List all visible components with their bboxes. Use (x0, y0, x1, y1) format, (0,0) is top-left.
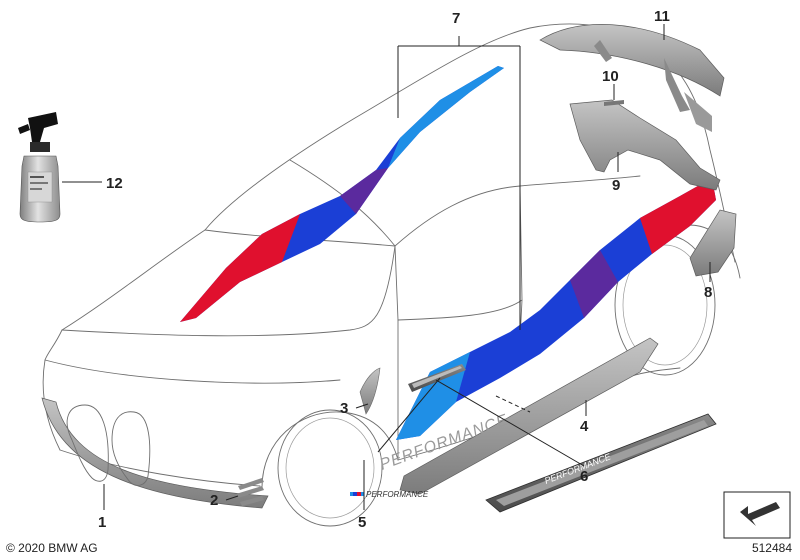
callout-3: 3 (340, 400, 348, 417)
side-badge: PERFORMANCE (350, 490, 429, 499)
callout-8: 8 (704, 284, 712, 301)
front-canards (236, 478, 264, 506)
trunk-emblem (604, 100, 624, 106)
callout-labels: 7 11 10 9 8 12 3 4 6 2 5 1 (98, 8, 712, 531)
callout-10: 10 (602, 68, 619, 85)
diagram-number: 512484 (751, 541, 792, 555)
rear-diffuser (689, 209, 737, 277)
spray-bottle (18, 112, 61, 223)
callout-7: 7 (452, 10, 460, 27)
callout-5: 5 (358, 514, 366, 531)
view-orientation-icon (723, 491, 791, 539)
copyright-text: © 2020 BMW AG (6, 541, 98, 555)
callout-4: 4 (580, 418, 589, 435)
rear-bumper-trim (569, 99, 721, 191)
fender-gill (359, 367, 381, 415)
side-badge-text: PERFORMANCE (366, 490, 429, 499)
callout-9: 9 (612, 177, 620, 194)
door-emblem (408, 364, 466, 392)
stripe-set-hood-roof (180, 66, 504, 322)
callout-2: 2 (210, 492, 218, 509)
front-splitter (41, 397, 269, 509)
kidney-grille (66, 404, 151, 486)
car-body-outline (42, 23, 741, 527)
rear-wing (539, 24, 725, 132)
leader-lines (62, 24, 711, 510)
side-skirt (399, 337, 659, 495)
callout-6: 6 (580, 468, 588, 485)
callout-1: 1 (98, 514, 106, 531)
callout-11: 11 (654, 8, 670, 25)
callout-12: 12 (106, 175, 123, 192)
